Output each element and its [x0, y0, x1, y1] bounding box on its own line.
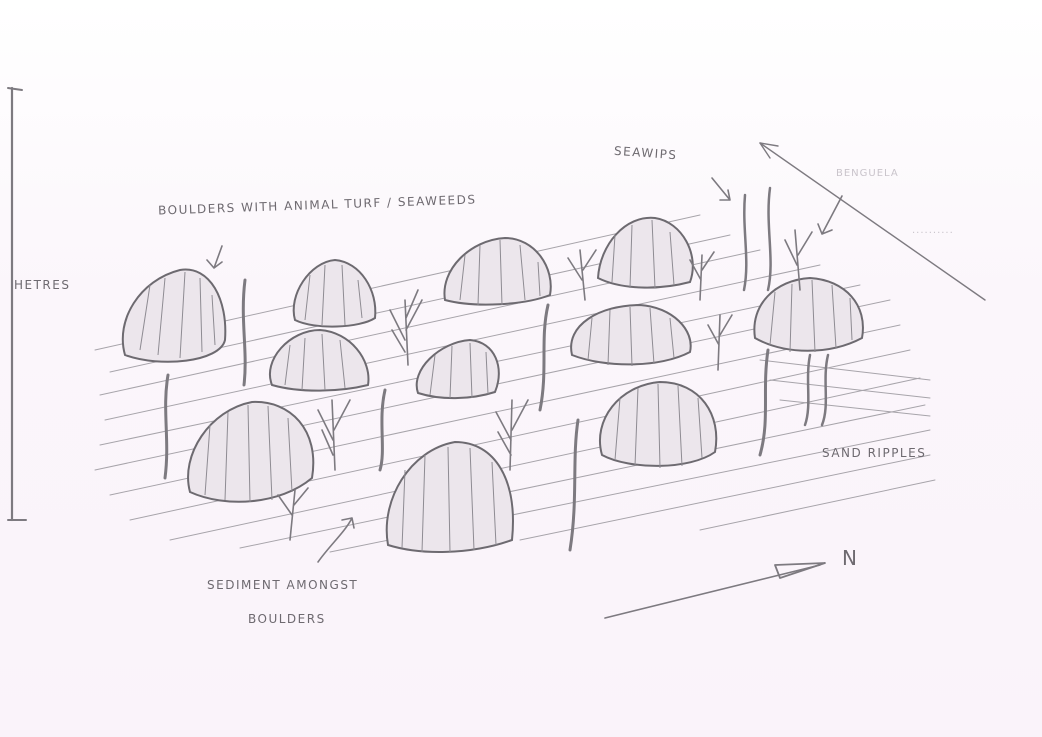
scale-label: HETRES [14, 278, 70, 292]
faint-top-label: BENGUELA [836, 168, 899, 179]
boulder [188, 402, 313, 502]
boulder [294, 260, 376, 327]
sediment-label-line2: BOULDERS [248, 612, 326, 626]
boulder [754, 278, 863, 352]
sediment-label-line1: SEDIMENT AMONGST [207, 578, 358, 592]
boulder [598, 218, 693, 288]
faint-side-label: .......... [912, 225, 954, 236]
boulder [123, 270, 226, 362]
sand-ripples-label: SAND RIPPLES [822, 446, 926, 460]
boulder [571, 305, 691, 366]
boulder [387, 442, 513, 552]
scale-bar [8, 88, 26, 520]
boulder [417, 340, 499, 398]
boulder [444, 238, 550, 305]
north-label: N [842, 546, 857, 570]
north-arrow [605, 563, 825, 618]
current-line [760, 143, 985, 300]
boulder [600, 382, 716, 468]
